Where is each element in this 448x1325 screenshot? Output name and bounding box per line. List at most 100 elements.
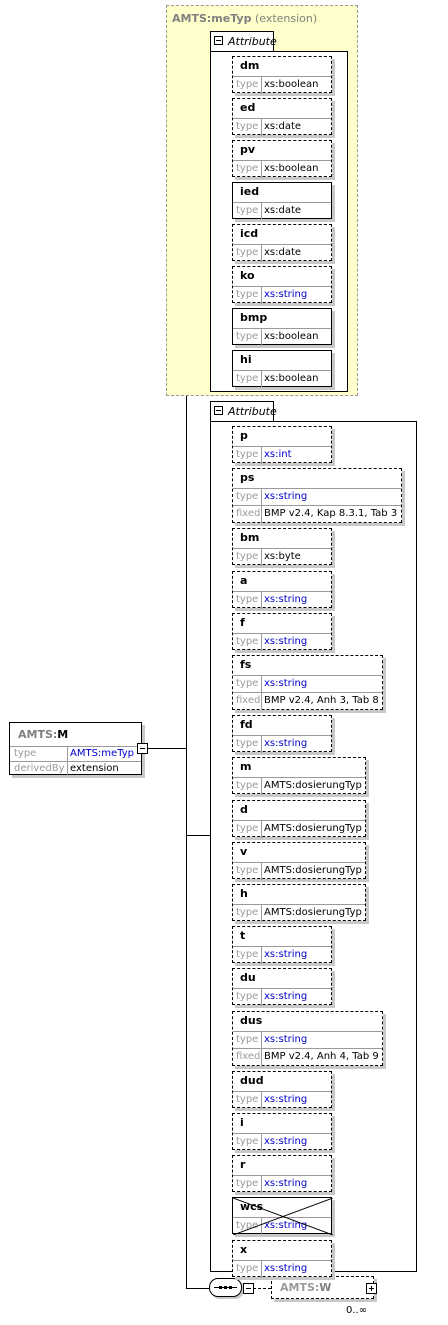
attribute-type-value[interactable]: xs:string <box>264 491 308 503</box>
sequence-icon <box>214 1286 237 1289</box>
attribute-type-value[interactable]: xs:string <box>264 635 308 647</box>
attribute-name: icd <box>240 227 259 240</box>
attribute-type-value[interactable]: xs:string <box>264 991 308 1003</box>
attribute-name: ko <box>240 269 255 282</box>
attribute-name: du <box>240 971 256 985</box>
attribute-name: t <box>240 929 246 943</box>
attribute-name: x <box>240 1242 248 1256</box>
element-title: AMTS:M <box>18 728 69 741</box>
attribute-group-tab[interactable]: Attribute <box>210 31 277 51</box>
sequence-compositor[interactable] <box>209 1278 242 1297</box>
attribute-fixed-value: BMP v2.4, Anh 3, Tab 8 <box>264 695 379 706</box>
attribute-type-value: AMTS:dosierungTyp <box>264 780 362 792</box>
attribute-name: v <box>240 844 248 858</box>
attribute-type-value: AMTS:dosierungTyp <box>264 822 362 834</box>
attribute-type-value[interactable]: xs:string <box>264 289 308 300</box>
attribute-type-value[interactable]: xs:int <box>264 449 292 460</box>
collapse-minus-icon[interactable] <box>137 743 148 754</box>
attribute-name: hi <box>240 353 252 366</box>
attribute-name: r <box>240 1158 246 1172</box>
attribute-name: pv <box>240 143 256 156</box>
attribute-type-value: xs:date <box>264 247 302 258</box>
attribute-name: d <box>240 802 248 816</box>
attribute-type-value[interactable]: xs:string <box>264 1262 308 1274</box>
attribute-type-value[interactable]: xs:string <box>264 1093 308 1105</box>
attribute-fixed-value: BMP v2.4, Anh 4, Tab 9 <box>264 1050 379 1062</box>
expand-plus-icon[interactable] <box>366 1283 377 1294</box>
attribute-type-value[interactable]: xs:string <box>264 949 308 961</box>
attribute-type-value: xs:boolean <box>264 373 319 384</box>
attribute-fixed-value: BMP v2.4, Kap 8.3.1, Tab 3 <box>264 508 398 520</box>
attribute-type-value[interactable]: xs:string <box>264 678 308 689</box>
attribute-type-value[interactable]: xs:string <box>264 1033 308 1045</box>
attribute-group-tab[interactable]: Attribute <box>210 401 277 421</box>
prohibited-cross-icon <box>233 1198 333 1236</box>
attribute-type-value[interactable]: xs:string <box>264 1220 308 1232</box>
element-amts-w[interactable]: AMTS:W <box>271 1276 374 1299</box>
collapse-toggle-icon[interactable] <box>214 406 223 415</box>
collapse-toggle-icon[interactable] <box>214 36 223 45</box>
attribute-type-value[interactable]: xs:string <box>264 1136 308 1147</box>
element-derivedby-row: derivedBy extension <box>10 761 141 776</box>
collapse-minus-icon[interactable] <box>243 1283 254 1294</box>
attribute-type-value[interactable]: xs:string <box>264 1178 308 1190</box>
attribute-name: m <box>240 760 252 774</box>
attribute-name: dud <box>240 1073 264 1087</box>
attribute-name: i <box>240 1116 244 1129</box>
element-amts-m[interactable]: AMTS:M type AMTS:meTyp derivedBy extensi… <box>9 722 142 776</box>
attribute-type-value: xs:boolean <box>264 79 319 90</box>
attribute-type-value[interactable]: xs:string <box>264 593 308 605</box>
attribute-name: a <box>240 573 248 587</box>
attribute-type-value[interactable]: xs:string <box>264 738 308 750</box>
element-type-link[interactable]: AMTS:meTyp <box>70 748 135 759</box>
